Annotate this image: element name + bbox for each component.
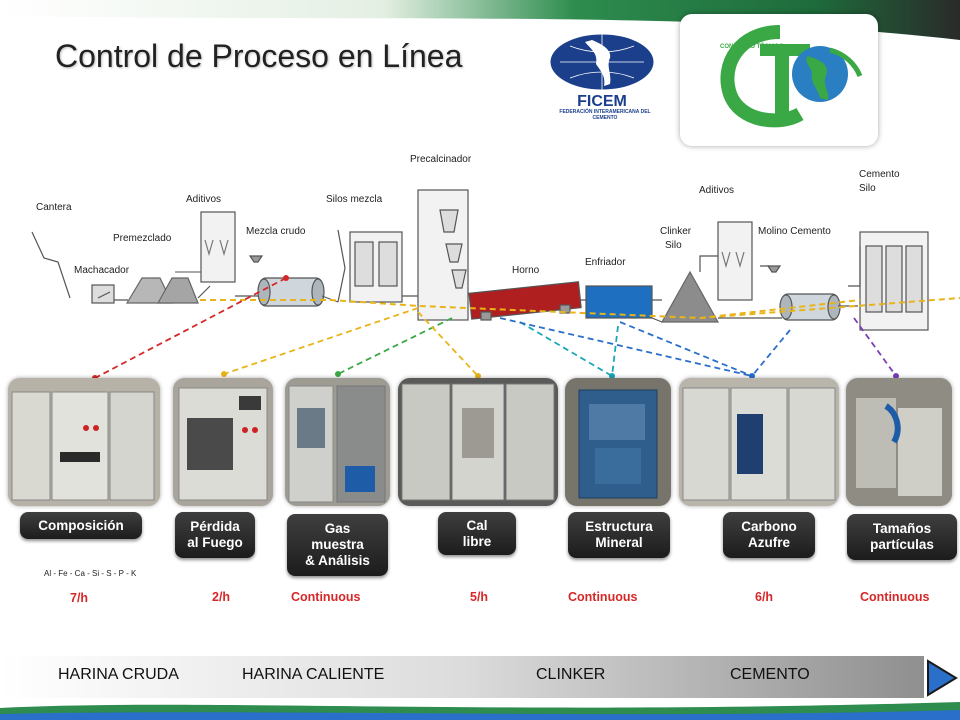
congress-emblem-icon	[720, 25, 863, 128]
stage-harina-cruda[interactable]: HARINA CRUDA	[58, 666, 179, 683]
analyzer-photo-composicion	[8, 378, 160, 506]
analyzer-button-gas[interactable]: Gas muestra & Análisis	[287, 514, 388, 576]
stage-bar	[0, 656, 924, 698]
ficem-logo: FICEM FEDERACIÓN INTERAMERICANA DEL CEME…	[540, 24, 670, 124]
label-aditivos-raw: Aditivos	[186, 194, 222, 205]
analyzer-button-perdida[interactable]: Pérdida al Fuego	[175, 512, 255, 558]
analyzer-button-carbono[interactable]: Carbono Azufre	[723, 512, 815, 558]
stage-harina-caliente[interactable]: HARINA CALIENTE	[242, 666, 385, 683]
analyzer-button-composicion[interactable]: Composición	[20, 512, 142, 539]
frequency-carbono: 6/h	[755, 590, 774, 604]
label-cemento-silo: Silo	[859, 183, 876, 194]
analyzer-photo-gas	[285, 378, 390, 506]
label-clinker: Clinker	[660, 226, 692, 237]
ficem-subtitle: FEDERACIÓN INTERAMERICANA DEL CEMENTO	[559, 109, 651, 121]
label-premezclado: Premezclado	[113, 233, 172, 244]
stage-cemento[interactable]: CEMENTO	[730, 666, 810, 683]
label-horno: Horno	[512, 265, 540, 276]
frequency-estructura: Continuous	[568, 590, 638, 604]
cabinet-photo-icon	[398, 378, 558, 506]
label-cantera: Cantera	[36, 202, 72, 213]
frequency-tamanos: Continuous	[860, 590, 930, 604]
label-cemento: Cemento	[859, 169, 900, 180]
analyzer-photo-perdida	[173, 378, 273, 506]
label-silos-mezcla: Silos mezcla	[326, 194, 383, 205]
frequency-gas: Continuous	[291, 590, 361, 604]
cabinet-photo-icon	[173, 378, 273, 506]
cabinet-photo-icon	[846, 378, 952, 506]
congress-text: CONGRESO TÉCNICO	[720, 44, 784, 50]
analyzer-photo-cal-libre	[398, 378, 558, 506]
process-diagram	[31, 189, 960, 381]
label-enfriador: Enfriador	[585, 257, 626, 268]
cabinet-photo-icon	[8, 378, 160, 506]
analyzer-photo-estructura	[565, 378, 671, 506]
frequency-composicion: 7/h	[70, 591, 89, 605]
congress-logo: CONGRESO TÉCNICO	[680, 14, 878, 146]
frequency-cal-libre: 5/h	[470, 590, 489, 604]
cabinet-photo-icon	[565, 378, 671, 506]
header-band	[0, 0, 960, 40]
label-precalcinador: Precalcinador	[410, 154, 472, 165]
stage-clinker[interactable]: CLINKER	[536, 666, 606, 683]
label-machacador: Machacador	[74, 265, 130, 276]
label-mezcla-crudo: Mezcla crudo	[246, 226, 306, 237]
elements-list: Al - Fe - Ca - Si - S - P - K	[44, 569, 137, 578]
label-molino-cemento: Molino Cemento	[758, 226, 831, 237]
analyzer-button-tamanos[interactable]: Tamaños partículas	[847, 514, 957, 560]
label-clinker-silo: Silo	[665, 240, 682, 251]
svg-text:FICEM: FICEM	[577, 93, 627, 110]
page-title: Control de Proceso en Línea	[55, 38, 463, 74]
label-aditivos-cement: Aditivos	[699, 185, 735, 196]
frequency-perdida: 2/h	[212, 590, 231, 604]
analyzer-photo-tamanos	[846, 378, 952, 506]
analyzer-photo-carbono	[679, 378, 839, 506]
footer-stripes	[0, 698, 960, 720]
play-arrow-icon[interactable]	[924, 658, 960, 698]
cabinet-photo-icon	[679, 378, 839, 506]
analyzer-button-estructura[interactable]: Estructura Mineral	[568, 512, 670, 558]
cabinet-photo-icon	[285, 378, 390, 506]
globe-icon: FICEM	[549, 33, 655, 110]
analyzer-button-cal-libre[interactable]: Cal libre	[438, 512, 516, 555]
